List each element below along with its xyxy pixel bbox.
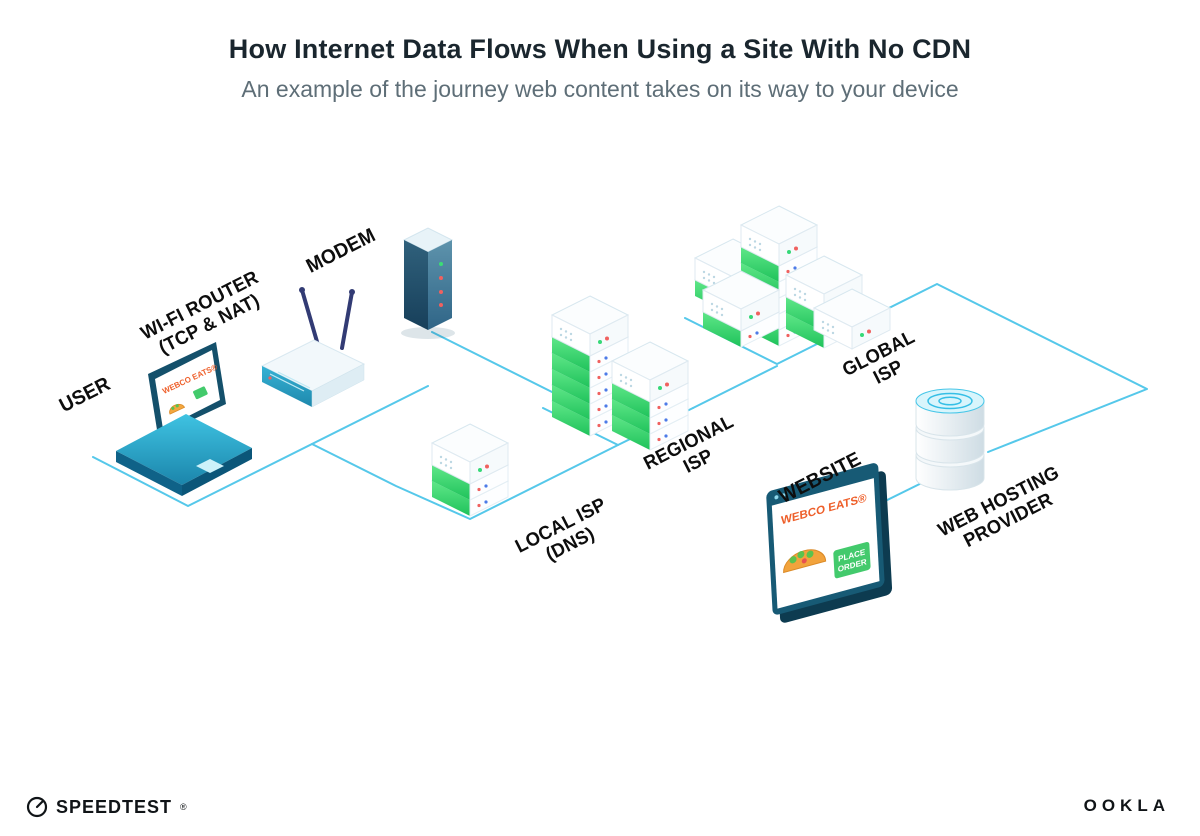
place-order-button [833,541,871,579]
laptop-taco-illustration [169,386,208,415]
laptop-order-button [193,386,208,400]
browser-dot [781,493,786,498]
website-browser-icon: WEBCO EATS® PLACE ORDER [766,463,893,623]
page-subtitle: An example of the journey web content ta… [241,76,959,102]
local-isp-servers-icon [431,423,509,517]
line-branch-local-isp [311,443,619,520]
regional-isp-servers-icon [551,295,689,451]
global-isp-servers-icon [694,205,891,350]
browser-dot [774,495,779,500]
hosting-database-icon [915,388,985,491]
laptop-icon: WEBCO EATS® [116,342,252,496]
speedtest-wordmark: SPEEDTEST [56,796,173,817]
ookla-logo: OOKLA [1083,796,1170,815]
speedtest-trademark: ® [180,802,187,812]
speedtest-gauge-icon [26,796,48,818]
line-modem-regional [431,331,561,397]
taco-illustration [783,549,827,574]
speedtest-logo: SPEEDTEST ® [26,796,187,818]
line-user-chain [92,385,429,507]
line-global-hosting-loop [868,283,1148,453]
line-regional-global [692,365,778,409]
modem-icon [401,227,455,339]
page-title: How Internet Data Flows When Using a Sit… [228,34,972,64]
wifi-router-icon [260,287,366,408]
